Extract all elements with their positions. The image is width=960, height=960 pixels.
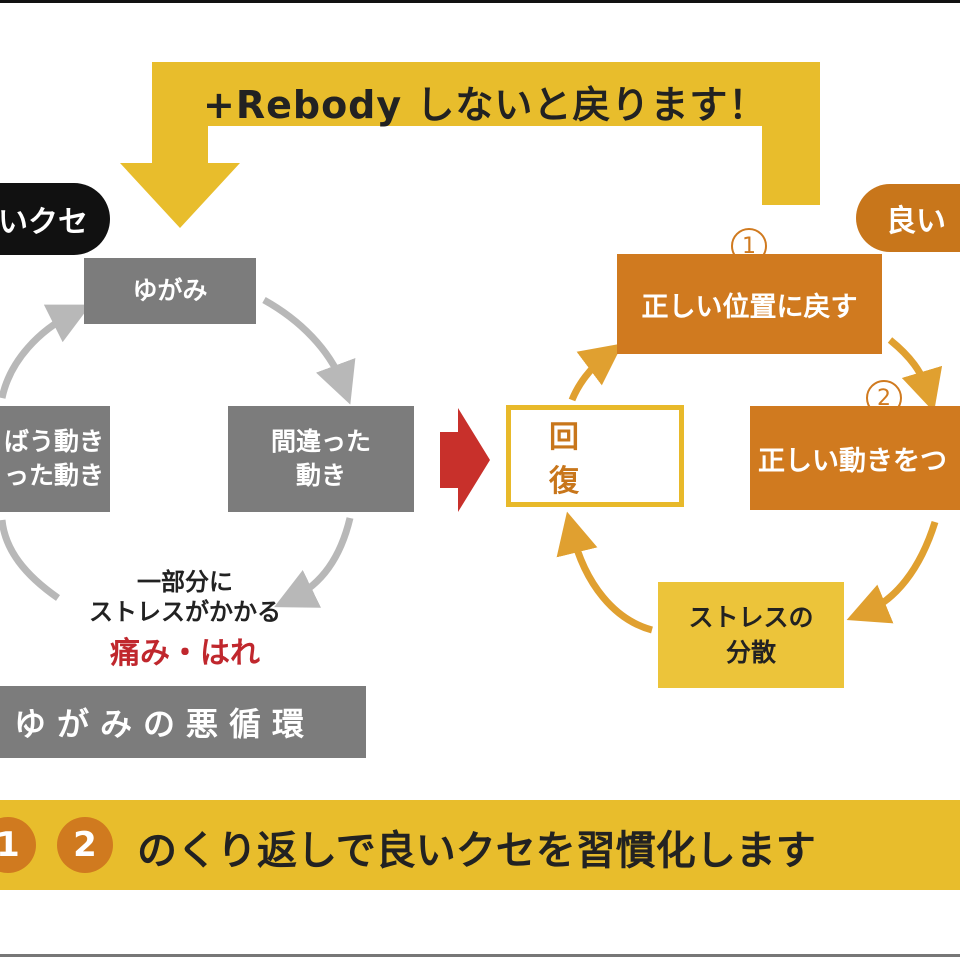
return-arrow (120, 62, 820, 228)
stress-caption: 一部分に ストレスがかかる (60, 567, 310, 627)
transition-arrow (440, 408, 490, 512)
good-arrow-2-to-stress (846, 520, 939, 624)
bottom-border (0, 954, 960, 957)
good-arrow-stress-to-recover (556, 511, 653, 634)
wrong-motion-box: 間違った 動き (228, 406, 414, 512)
bottom-banner (0, 800, 960, 890)
distortion-box: ゆがみ (84, 258, 256, 324)
top-border (0, 0, 960, 3)
step2-box: 正しい動きをつ (750, 406, 960, 510)
vicious-cycle-title-text: ゆがみの悪循環 (14, 705, 316, 743)
banner-text: のくり返しで良いクセを習慣化します (137, 828, 816, 874)
cycle-arrow-top-right (262, 296, 356, 405)
step2-label: 正しい動きをつ (758, 445, 947, 477)
distortion-label: ゆがみ (132, 276, 208, 306)
pain-label: 痛み・はれ (110, 636, 260, 671)
good-arrow-recover-to-1 (568, 343, 623, 402)
compensation-line2: った動き (3, 461, 104, 490)
compensation-motion-box: ばう動き った動き (0, 406, 110, 512)
banner-circle-2: 2 (57, 817, 113, 873)
recovery-label: 回復 (549, 420, 617, 499)
bad-habit-label: いクセ (0, 205, 88, 240)
stress-dispersal-box: ストレスの 分散 (658, 582, 844, 688)
stress-dispersal-line1: ストレスの (688, 603, 814, 632)
step1-label: 正しい位置に戻す (641, 291, 858, 323)
cycle-arrow-bottom-right (274, 517, 354, 608)
good-habit-badge: 良い (856, 184, 960, 252)
compensation-line1: ばう動き (3, 427, 104, 457)
good-habit-label: 良い (886, 204, 946, 239)
wrong-motion-line2: 動き (295, 461, 346, 490)
stress-dispersal-line2: 分散 (725, 638, 776, 667)
vicious-cycle-title: ゆがみの悪循環 (0, 686, 366, 758)
return-arrow-label: +Rebody しないと戻ります！ (203, 83, 768, 127)
bad-habit-badge: いクセ (0, 183, 110, 255)
cycle-arrow-top-left (0, 304, 91, 399)
good-arrow-1-to-2 (887, 337, 943, 413)
stress-line1: 一部分に (137, 568, 233, 596)
cycle-arrow-bottom-left (0, 519, 61, 601)
wrong-motion-line1: 間違った (270, 427, 371, 457)
recovery-box: 回復 (506, 405, 684, 507)
step1-box: 正しい位置に戻す (617, 254, 882, 354)
stress-line2: ストレスがかかる (89, 598, 281, 626)
